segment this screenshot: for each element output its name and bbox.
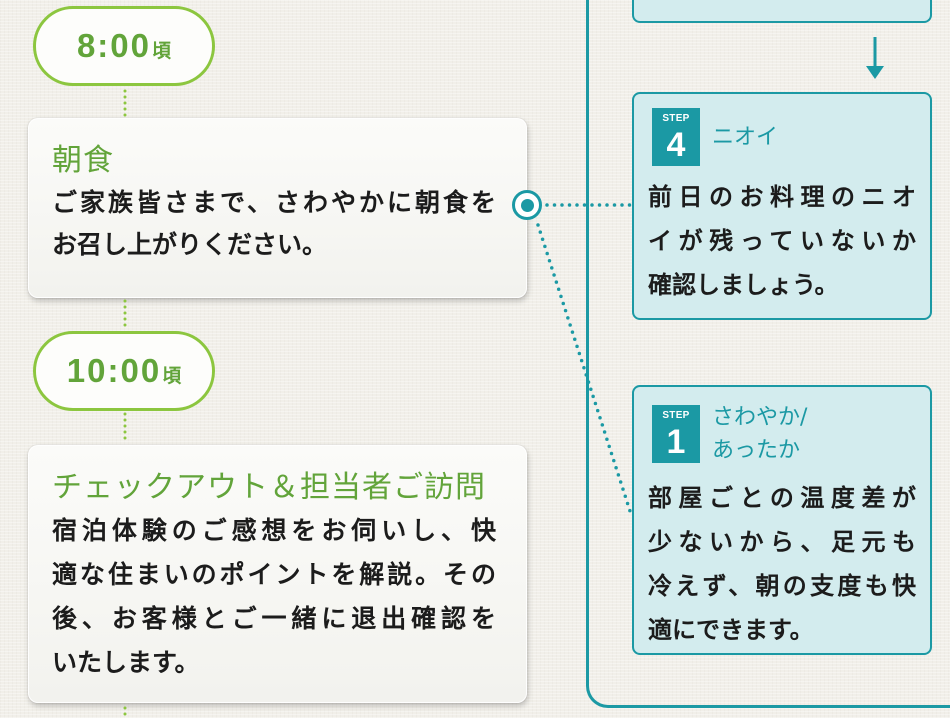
card-body: ご家族皆さまで、さわやかに朝食を お召し上がりください。 bbox=[52, 182, 496, 266]
checkout-card: チェックアウト＆担当者ご訪問 宿泊体験のご感想をお伺いし、快 適な住まいのポイン… bbox=[28, 445, 527, 703]
breakfast-card: 朝食 ご家族皆さまで、さわやかに朝食を お召し上がりください。 bbox=[28, 118, 527, 298]
time-suffix: 頃 bbox=[162, 365, 182, 387]
step-badge-word: STEP bbox=[662, 113, 690, 124]
step-line: 冷えず、朝の支度も快 bbox=[648, 572, 916, 600]
step-badge: STEP 1 bbox=[652, 405, 700, 463]
step-label-line: ニオイ bbox=[712, 124, 779, 150]
step-body: 部屋ごとの温度差が 少ないから、足元も 冷えず、朝の支度も快 適にできます。 bbox=[648, 476, 916, 652]
time-label: 8:00 頃 bbox=[77, 27, 171, 65]
card-title: チェックアウト＆担当者ご訪問 bbox=[52, 470, 486, 505]
step-card-4: STEP 4 ニオイ 前日のお料理のニオ イが残っていないか 確認しましょう。 bbox=[632, 92, 932, 320]
card-line: いたします。 bbox=[52, 648, 200, 677]
time-label: 10:00 頃 bbox=[67, 352, 181, 390]
card-line: 宿泊体験のご感想をお伺いし、快 bbox=[52, 516, 496, 545]
card-body: 宿泊体験のご感想をお伺いし、快 適な住まいのポイントを解説。その 後、お客様とご… bbox=[52, 509, 496, 685]
card-line: 適な住まいのポイントを解説。その bbox=[52, 560, 496, 589]
connector-dot-icon bbox=[512, 190, 542, 220]
step-line: 確認しましょう。 bbox=[648, 271, 839, 299]
step-header: STEP 1 さわやか/ あったか bbox=[652, 401, 916, 467]
step-header: STEP 4 ニオイ bbox=[652, 108, 916, 166]
connector-dot-core bbox=[520, 198, 534, 212]
time-pill-second: 10:00 頃 bbox=[33, 331, 215, 411]
step-label: ニオイ bbox=[712, 121, 778, 154]
step-line: イが残っていないか bbox=[648, 227, 916, 255]
step-card-previous bbox=[632, 0, 932, 23]
step-badge-word: STEP bbox=[662, 410, 690, 421]
step-label: さわやか/ あったか bbox=[712, 401, 807, 467]
card-title: 朝食 bbox=[52, 143, 114, 178]
step-badge: STEP 4 bbox=[652, 108, 700, 166]
card-line: ご家族皆さまで、さわやかに朝食を bbox=[52, 188, 496, 217]
step-line: 適にできます。 bbox=[648, 616, 814, 644]
step-label-line: さわやか/ bbox=[712, 405, 808, 430]
card-line: 後、お客様とご一緒に退出確認を bbox=[52, 604, 496, 633]
card-line: お召し上がりください。 bbox=[52, 230, 328, 259]
step-number: 1 bbox=[666, 423, 686, 461]
step-line: 部屋ごとの温度差が bbox=[648, 484, 916, 512]
step-line: 前日のお料理のニオ bbox=[648, 183, 916, 211]
time-value: 8:00 bbox=[76, 27, 152, 64]
time-value: 10:00 bbox=[66, 352, 162, 389]
step-number: 4 bbox=[666, 126, 686, 164]
step-card-1: STEP 1 さわやか/ あったか 部屋ごとの温度差が 少ないから、足元も 冷え… bbox=[632, 385, 932, 655]
step-label-line: あったか bbox=[712, 438, 801, 463]
time-suffix: 頃 bbox=[152, 40, 172, 62]
step-body: 前日のお料理のニオ イが残っていないか 確認しましょう。 bbox=[648, 175, 916, 307]
time-pill-first: 8:00 頃 bbox=[33, 6, 215, 86]
step-line: 少ないから、足元も bbox=[648, 528, 916, 556]
